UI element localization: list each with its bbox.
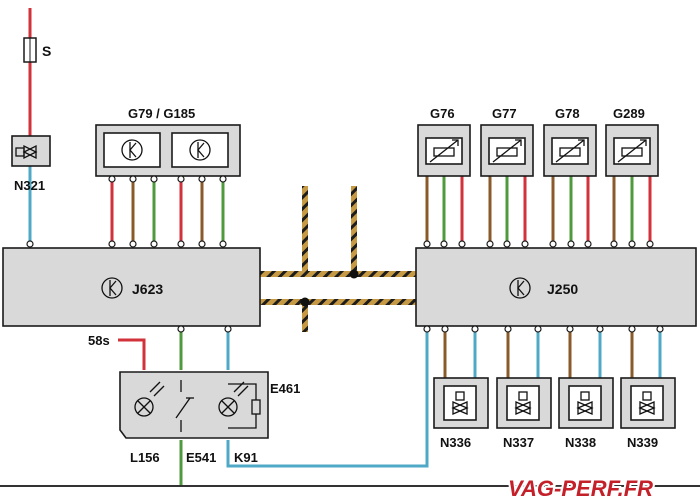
sensor-g77: G77 [480,106,534,177]
watermark-text: VAG-PERF.FR [508,476,653,499]
sensor-g76: G76 [417,106,471,177]
potentiometer-icon [559,147,581,157]
n339-label: N339 [627,435,658,450]
sensor-k-icon [189,139,211,161]
module-j250: J250 [415,247,697,327]
l156-label: L156 [130,450,160,465]
e541-label: E541 [186,450,216,465]
g79-g185-label: G79 / G185 [128,106,195,121]
valve-n338: N338 [558,377,614,450]
potentiometer-icon [621,147,643,157]
watermark: VAG-PERF.FR VAG-PERF.FR [506,474,655,499]
switch-block: 58s E461 L156 E541 K91 [88,333,300,465]
svg-text:VAG-PERF.FR: VAG-PERF.FR [508,476,653,499]
wires [0,8,700,487]
valve-n321: N321 [11,135,51,193]
e461-label: E461 [270,381,300,396]
connector-pins [26,175,664,333]
g78-label: G78 [555,106,580,121]
fuse-label: S [42,43,51,59]
n336-label: N336 [440,435,471,450]
n338-label: N338 [565,435,596,450]
n321-label: N321 [14,178,45,193]
fuse-s: S [23,37,51,63]
switch-icon [175,380,194,432]
valve-n337: N337 [496,377,552,450]
j250-label: J250 [547,281,578,297]
sensor-k-icon [121,139,143,161]
lamp-icon [134,381,165,417]
valve-n336: N336 [433,377,489,450]
sender-g79-g185: G79 / G185 [95,106,241,177]
s58-label: 58s [88,333,110,348]
k91-label: K91 [234,450,258,465]
sensor-g78: G78 [543,106,597,177]
valve-icon [451,391,469,415]
g76-label: G76 [430,106,455,121]
valve-icon [514,391,532,415]
g289-label: G289 [613,106,645,121]
valve-icon [638,391,656,415]
module-k-icon [509,277,531,299]
valve-n339: N339 [620,377,676,450]
potentiometer-icon [433,147,455,157]
module-j623: J623 [2,247,261,327]
sensor-g289: G289 [605,106,659,177]
j623-label: J623 [132,281,163,297]
valve-icon [576,391,594,415]
n337-label: N337 [503,435,534,450]
potentiometer-icon [496,147,518,157]
g77-label: G77 [492,106,517,121]
module-k-icon [101,277,123,299]
